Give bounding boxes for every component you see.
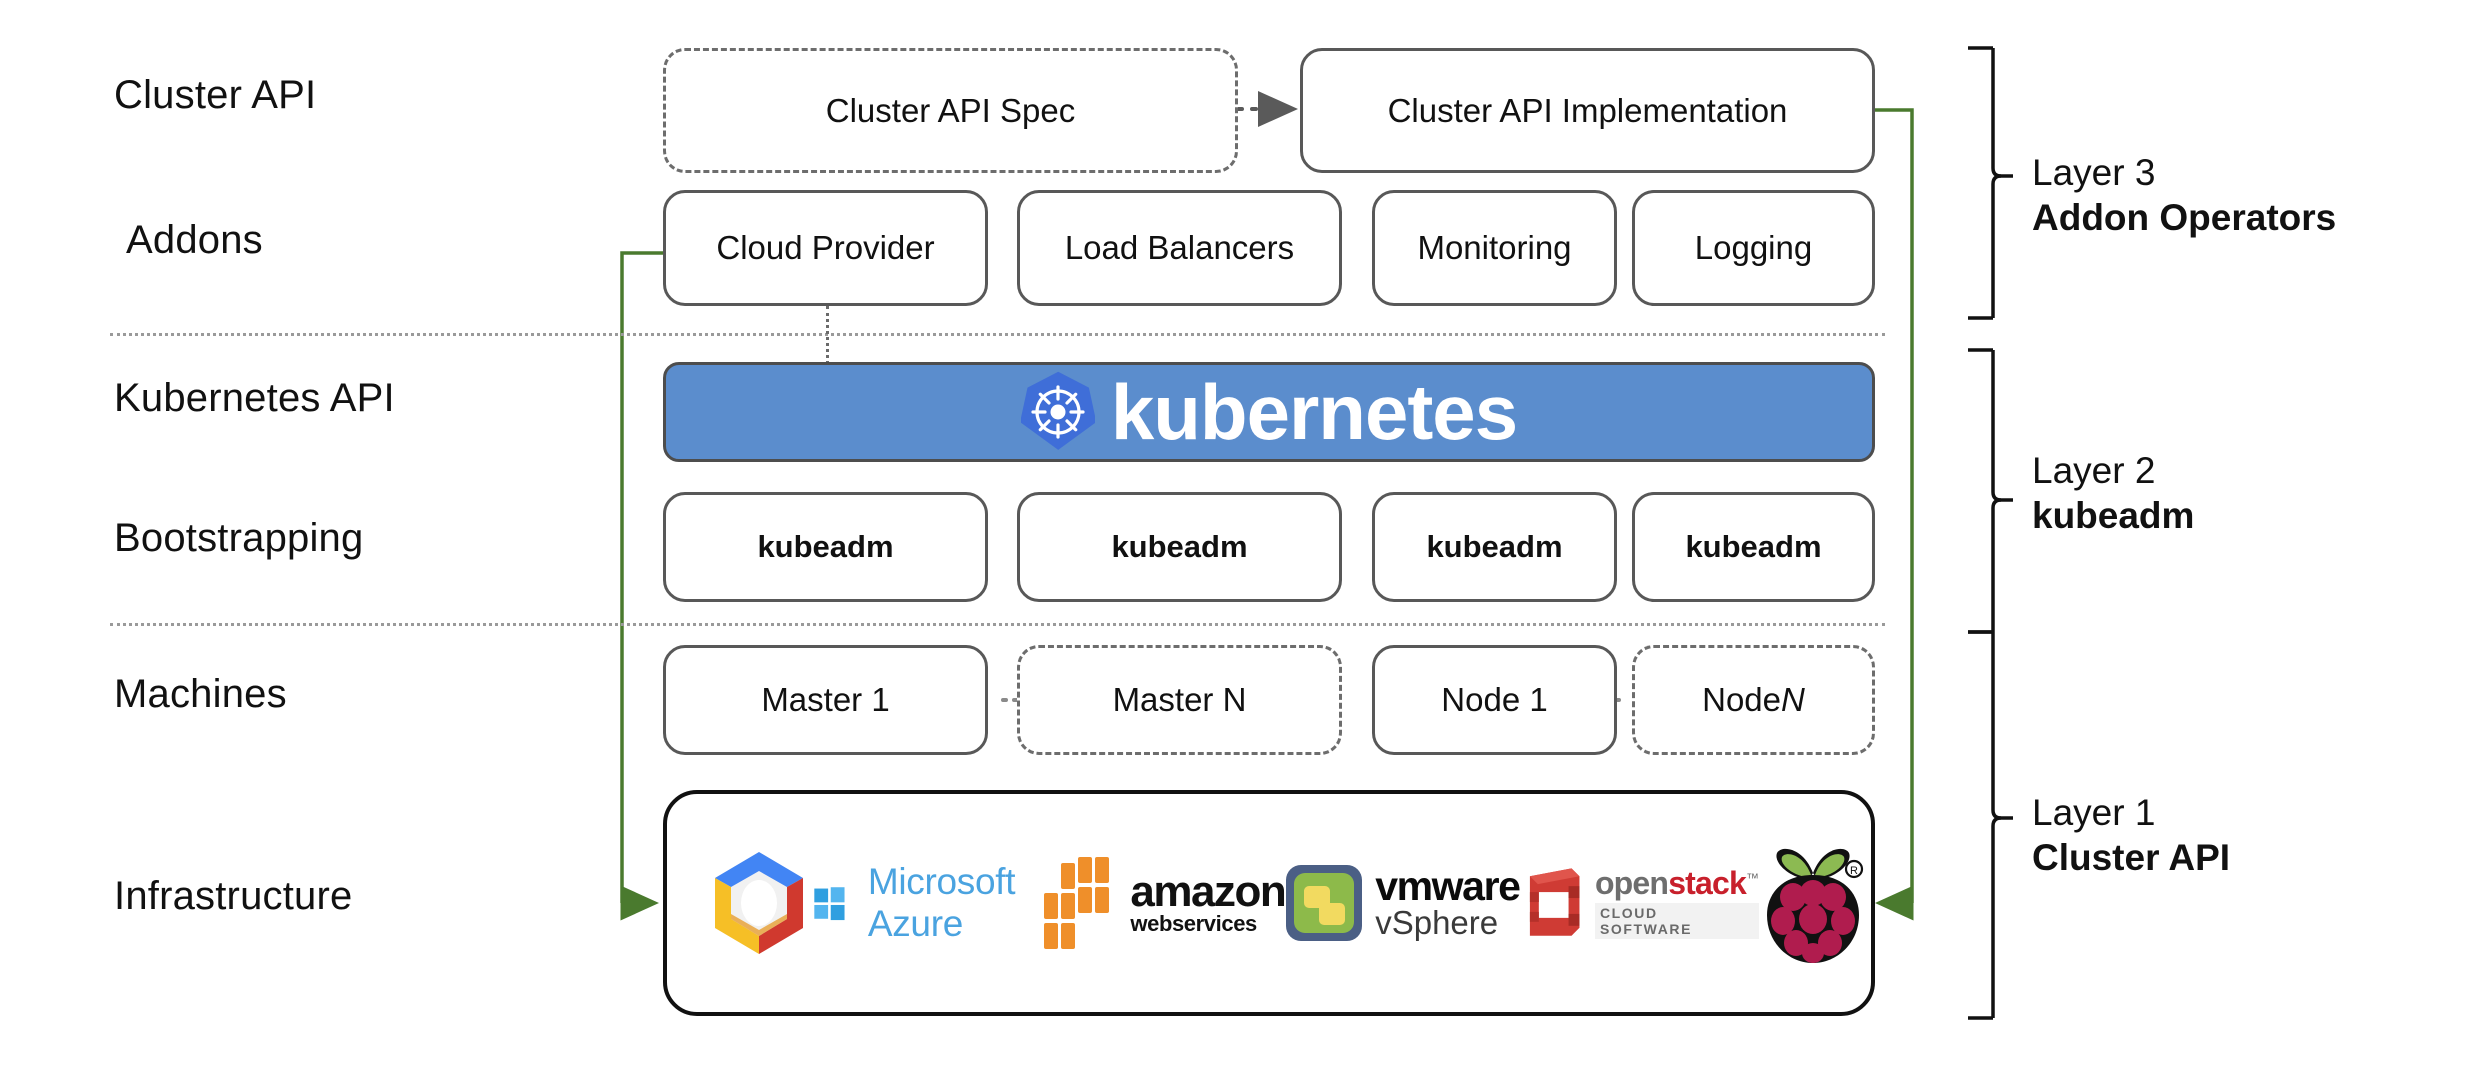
- box-addon-load-balancers[interactable]: Load Balancers: [1017, 190, 1342, 306]
- vmware-wordmark-bottom: vSphere: [1375, 903, 1499, 941]
- kubernetes-helm-icon: [1020, 369, 1095, 455]
- vmware-icon: vmware vSphere: [1285, 848, 1521, 958]
- microsoft-azure-icon: Microsoft Azure: [813, 848, 1032, 958]
- box-master-n[interactable]: Master N: [1017, 645, 1342, 755]
- box-label: Load Balancers: [1064, 229, 1295, 267]
- box-label-italic: N: [1781, 681, 1805, 719]
- row-label-cluster-api: Cluster API: [114, 73, 317, 117]
- layer-label-2: Layer 2 kubeadm: [2032, 448, 2194, 538]
- box-addon-cloud-provider[interactable]: Cloud Provider: [663, 190, 988, 306]
- layer-label-3: Layer 3 Addon Operators: [2032, 150, 2336, 240]
- box-label: Master 1: [761, 681, 890, 719]
- box-kubeadm-2[interactable]: kubeadm: [1017, 492, 1342, 602]
- raspberry-pi-icon: R: [1759, 848, 1867, 963]
- box-kubeadm-4[interactable]: kubeadm: [1632, 492, 1875, 602]
- box-label: Node: [1702, 681, 1782, 719]
- google-cloud-icon: [705, 848, 813, 958]
- box-node-1[interactable]: Node 1: [1372, 645, 1617, 755]
- aws-icon: amazon webservices: [1032, 848, 1287, 958]
- kubernetes-wordmark: kubernetes: [1110, 368, 1518, 456]
- box-label: kubeadm: [757, 529, 894, 565]
- cloud-provider-to-kubernetes-connector: [826, 306, 829, 364]
- box-kubeadm-1[interactable]: kubeadm: [663, 492, 988, 602]
- layer-3-name: Addon Operators: [2032, 197, 2337, 239]
- row-label-kubernetes-api: Kubernetes API: [114, 376, 395, 420]
- box-cluster-api-implementation[interactable]: Cluster API Implementation: [1300, 48, 1875, 173]
- box-master-1[interactable]: Master 1: [663, 645, 988, 755]
- openstack-wordmark-open: open: [1594, 865, 1669, 901]
- layer-label-1: Layer 1 Cluster API: [2032, 790, 2230, 880]
- layer-2-number: Layer 2: [2032, 450, 2156, 491]
- green-connector-right: [1875, 108, 1914, 921]
- box-label: Monitoring: [1417, 229, 1572, 267]
- box-addon-monitoring[interactable]: Monitoring: [1372, 190, 1617, 306]
- svg-text:R: R: [1850, 865, 1858, 877]
- row-label-infrastructure: Infrastructure: [114, 874, 353, 918]
- box-label: kubeadm: [1685, 529, 1822, 565]
- separator-layer2-layer1: [110, 623, 1885, 626]
- vmware-wordmark-top: vmware: [1375, 863, 1521, 910]
- box-label: Logging: [1694, 229, 1813, 267]
- box-label: kubeadm: [1111, 529, 1248, 565]
- box-addon-logging[interactable]: Logging: [1632, 190, 1875, 306]
- layer-2-name: kubeadm: [2032, 495, 2195, 537]
- layer-3-number: Layer 3: [2032, 152, 2156, 193]
- box-kubeadm-3[interactable]: kubeadm: [1372, 492, 1617, 602]
- layer-1-brace: [1968, 630, 2013, 1020]
- aws-wordmark-bottom: webservices: [1130, 910, 1257, 936]
- green-connector-left: [620, 251, 663, 921]
- row-label-bootstrapping: Bootstrapping: [114, 516, 364, 560]
- box-label: Master N: [1112, 681, 1247, 719]
- kubernetes-banner: kubernetes: [663, 362, 1875, 462]
- box-label: Cloud Provider: [716, 229, 935, 267]
- layer-2-brace: [1968, 348, 2013, 634]
- openstack-icon: openstack™ CLOUD SOFTWARE: [1520, 848, 1759, 958]
- box-label: Node 1: [1441, 681, 1548, 719]
- box-node-n[interactable]: Node N: [1632, 645, 1875, 755]
- row-label-machines: Machines: [114, 672, 287, 716]
- box-label: kubeadm: [1426, 529, 1563, 565]
- azure-wordmark: Microsoft Azure: [867, 861, 1016, 944]
- openstack-tagline: CLOUD SOFTWARE: [1594, 903, 1759, 939]
- box-label: Cluster API Implementation: [1387, 91, 1788, 129]
- layer-1-name: Cluster API: [2032, 837, 2231, 879]
- box-cluster-api-spec[interactable]: Cluster API Spec: [663, 48, 1238, 173]
- openstack-wordmark-stack: stack: [1668, 865, 1747, 901]
- box-label: Cluster API Spec: [825, 91, 1076, 129]
- layer-1-number: Layer 1: [2032, 792, 2156, 833]
- layer-3-brace: [1968, 46, 2013, 320]
- aws-wordmark-top: amazon: [1130, 867, 1286, 917]
- row-label-addons: Addons: [126, 218, 263, 262]
- infrastructure-box: Microsoft Azure amazon webserv: [663, 790, 1875, 1016]
- separator-layer3-layer2: [110, 333, 1885, 336]
